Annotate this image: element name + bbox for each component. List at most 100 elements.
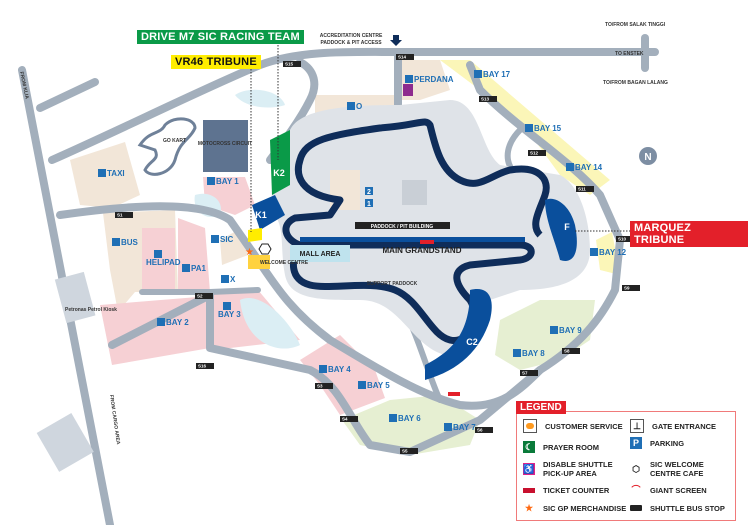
merchandise-star-icon: ★ — [524, 502, 534, 513]
svg-text:S9: S9 — [624, 286, 630, 291]
svg-text:2: 2 — [367, 189, 371, 196]
svg-text:PADDOCK & PIT ACCESS: PADDOCK & PIT ACCESS — [320, 40, 382, 46]
svg-text:PADDOCK / PIT BUILDING: PADDOCK / PIT BUILDING — [371, 224, 434, 230]
svg-text:WELCOME CENTRE: WELCOME CENTRE — [260, 260, 309, 266]
bus-stop: S10 — [616, 236, 634, 242]
legend-item: SHUTTLE BUS STOP — [630, 502, 725, 514]
legend-item: TICKET COUNTER — [523, 484, 609, 496]
svg-text:PERDANA: PERDANA — [414, 75, 454, 84]
svg-text:FROM KLIA: FROM KLIA — [18, 71, 30, 100]
grandstand-k2[interactable] — [270, 130, 290, 195]
svg-text:GO KART: GO KART — [163, 138, 186, 144]
north-arrow-icon — [639, 147, 657, 165]
bus-stop: S1 — [115, 212, 133, 218]
welcome-centre-cafe-icon: ⬡ — [632, 463, 640, 474]
legend-box — [516, 411, 736, 521]
gate-entrance-icon: ⊥ — [630, 419, 644, 433]
bus-stop: S9 — [622, 285, 640, 291]
svg-text:X: X — [230, 275, 236, 284]
welcome-centre-cafe-icon — [258, 243, 272, 255]
bus-stop: S4 — [340, 416, 358, 422]
svg-text:FROM CARGO AREA: FROM CARGO AREA — [108, 394, 121, 445]
svg-text:S11: S11 — [578, 187, 586, 192]
svg-text:MAIN GRANDSTAND: MAIN GRANDSTAND — [383, 246, 462, 255]
marquez-tribune-callout[interactable]: MARQUEZ TRIBUNE — [630, 221, 748, 247]
shuttle-bus-icon — [630, 502, 642, 514]
svg-text:N: N — [644, 152, 651, 163]
bus-stop: S16 — [196, 363, 214, 369]
legend-title: LEGEND — [516, 401, 566, 414]
legend-item: ⬡SIC WELCOME CENTRE CAFE — [630, 460, 730, 478]
legend-item: ♿DISABLE SHUTTLE PICK-UP AREA — [523, 460, 613, 478]
petrol-kiosk — [54, 271, 96, 324]
svg-text:BAY 12: BAY 12 — [599, 248, 627, 257]
bus-stop: S15 — [283, 61, 301, 67]
vr46-tribune-callout[interactable]: VR46 TRIBUNE — [171, 55, 261, 69]
bus-stop: S6 — [475, 427, 493, 433]
merchandise-star-icon: ★ — [245, 247, 254, 258]
svg-text:S5: S5 — [402, 449, 408, 454]
svg-text:BAY 1: BAY 1 — [216, 177, 239, 186]
grandstand-c2[interactable] — [425, 289, 492, 380]
svg-text:S12: S12 — [530, 151, 539, 156]
svg-text:PA1: PA1 — [191, 264, 207, 273]
bus-stop: S8 — [562, 348, 580, 354]
down-arrow-icon — [390, 35, 402, 46]
svg-text:K1: K1 — [255, 210, 267, 220]
parking-icon: P — [630, 437, 642, 449]
svg-text:TO ENSTEK: TO ENSTEK — [615, 51, 644, 57]
bus-stop: S2 — [195, 293, 213, 299]
shuttle-bus-stops: S1 S2 S3 S4 S5 S6 S7 S8 S9 S10 S11 S12 S… — [115, 54, 640, 454]
svg-text:BAY 14: BAY 14 — [575, 163, 603, 172]
bus-stop: S14 — [396, 54, 414, 60]
bus-stop: S13 — [479, 96, 497, 102]
svg-text:S8: S8 — [564, 349, 570, 354]
bus-stop: S12 — [528, 150, 546, 156]
svg-text:BAY 5: BAY 5 — [367, 381, 390, 390]
svg-text:MALL AREA: MALL AREA — [300, 251, 341, 258]
svg-text:S1: S1 — [117, 213, 123, 218]
legend-item: ☾PRAYER ROOM — [523, 441, 599, 453]
zone-pa1[interactable] — [178, 218, 210, 292]
giant-screen-icon: ⌒ — [631, 484, 641, 495]
bus-stop: S5 — [400, 448, 418, 454]
grandstand-f[interactable] — [545, 198, 577, 261]
ticket-counter — [448, 392, 460, 396]
bus-stop: S11 — [576, 186, 594, 192]
zone-helipad[interactable] — [142, 228, 175, 292]
svg-text:MOTOCROSS CIRCUIT: MOTOCROSS CIRCUIT — [198, 141, 252, 147]
mall-area[interactable] — [290, 245, 350, 262]
svg-text:S14: S14 — [398, 55, 407, 60]
main-grandstand[interactable] — [300, 237, 525, 242]
svg-text:1: 1 — [367, 201, 371, 208]
grandstand-k1[interactable] — [252, 195, 285, 230]
svg-text:SUPPORT PADDOCK: SUPPORT PADDOCK — [367, 281, 418, 287]
paddock-pit-building — [355, 222, 450, 229]
prayer-room-icon: ☾ — [523, 441, 535, 453]
svg-text:BAY 9: BAY 9 — [559, 326, 582, 335]
disabled-shuttle-icon: ♿ — [523, 463, 535, 475]
svg-text:S6: S6 — [477, 428, 483, 433]
perdana-building — [403, 84, 413, 96]
svg-text:BAY 15: BAY 15 — [534, 124, 562, 133]
svg-text:O: O — [356, 102, 362, 111]
drive-m7-sic-racing-team-callout[interactable]: DRIVE M7 SIC RACING TEAM — [137, 30, 304, 44]
grandstand-vr46[interactable] — [248, 228, 262, 242]
legend-item: ⌒GIANT SCREEN — [631, 484, 707, 495]
zone-bay4-5[interactable] — [300, 335, 385, 415]
svg-text:ACCREDITATION CENTRE: ACCREDITATION CENTRE — [320, 33, 383, 39]
svg-text:S7: S7 — [522, 371, 528, 376]
svg-text:TO/FROM SALAK TINGGI: TO/FROM SALAK TINGGI — [605, 22, 666, 28]
svg-text:TAXI: TAXI — [107, 169, 125, 178]
svg-text:TO/FROM BAGAN LALANG: TO/FROM BAGAN LALANG — [603, 80, 668, 86]
svg-text:BAY 8: BAY 8 — [522, 349, 545, 358]
legend-item: ★SIC GP MERCHANDISE — [524, 502, 627, 513]
svg-text:BAY 7: BAY 7 — [453, 423, 476, 432]
svg-text:BUS: BUS — [121, 238, 139, 247]
parking-labels: TAXI BUS HELIPAD PA1 SIC X BAY 1 BAY 2 B… — [98, 70, 627, 432]
svg-text:Petronas Petrol Kiosk: Petronas Petrol Kiosk — [65, 307, 117, 313]
svg-text:S10: S10 — [618, 237, 627, 242]
svg-text:C2: C2 — [466, 337, 478, 347]
